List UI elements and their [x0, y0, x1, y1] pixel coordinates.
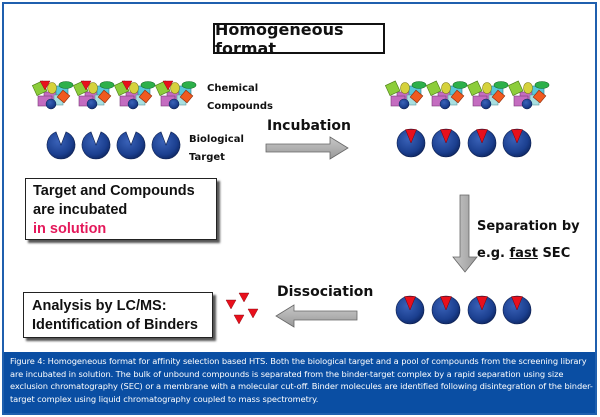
- separation-suffix: SEC: [537, 246, 571, 261]
- separation-label: Separation by e.g. fast SEC: [477, 213, 580, 267]
- chemical-label-line2: Compounds: [207, 101, 274, 112]
- separation-label-line2: e.g. fast SEC: [477, 240, 580, 267]
- analysis-note: Analysis by LC/MS: Identification of Bin…: [23, 292, 213, 338]
- chemical-compounds-icon: [32, 80, 197, 110]
- separation-prefix: e.g.: [477, 246, 510, 261]
- biological-label-line2: Target: [189, 152, 225, 163]
- biological-label-line1: Biological: [189, 134, 244, 145]
- released-binders-icon: [225, 292, 259, 325]
- dissociation-arrow-icon: [275, 304, 358, 328]
- biological-target-icon: [46, 131, 181, 160]
- diagram-title: Homogeneous format: [213, 20, 385, 58]
- analysis-note-line2: Identification of Binders: [32, 317, 198, 333]
- dissociation-label: Dissociation: [277, 284, 374, 300]
- incubation-label: Incubation: [267, 118, 351, 134]
- incubation-note-line1: Target and Compounds: [33, 183, 195, 199]
- unbound-compounds-icon: [385, 80, 550, 110]
- biological-target-label: Biological Target: [189, 131, 244, 167]
- incubation-note-highlight: in solution: [33, 221, 107, 237]
- separation-emphasis: fast: [509, 246, 538, 261]
- figure-caption: Figure 4: Homogeneous format for affinit…: [4, 352, 595, 413]
- chemical-label-line1: Chemical: [207, 83, 259, 94]
- separation-arrow-icon: [452, 194, 478, 273]
- chemical-compounds-label: Chemical Compounds: [207, 80, 273, 116]
- incubation-note-line2: are incubated: [33, 202, 128, 218]
- analysis-note-line1: Analysis by LC/MS:: [32, 298, 167, 314]
- incubation-note: Target and Compounds are incubated in so…: [25, 178, 217, 240]
- separation-label-line1: Separation by: [477, 219, 580, 234]
- bound-targets-icon: [395, 295, 532, 325]
- target-binder-complex-icon: [396, 128, 532, 158]
- incubation-arrow-icon: [265, 136, 349, 160]
